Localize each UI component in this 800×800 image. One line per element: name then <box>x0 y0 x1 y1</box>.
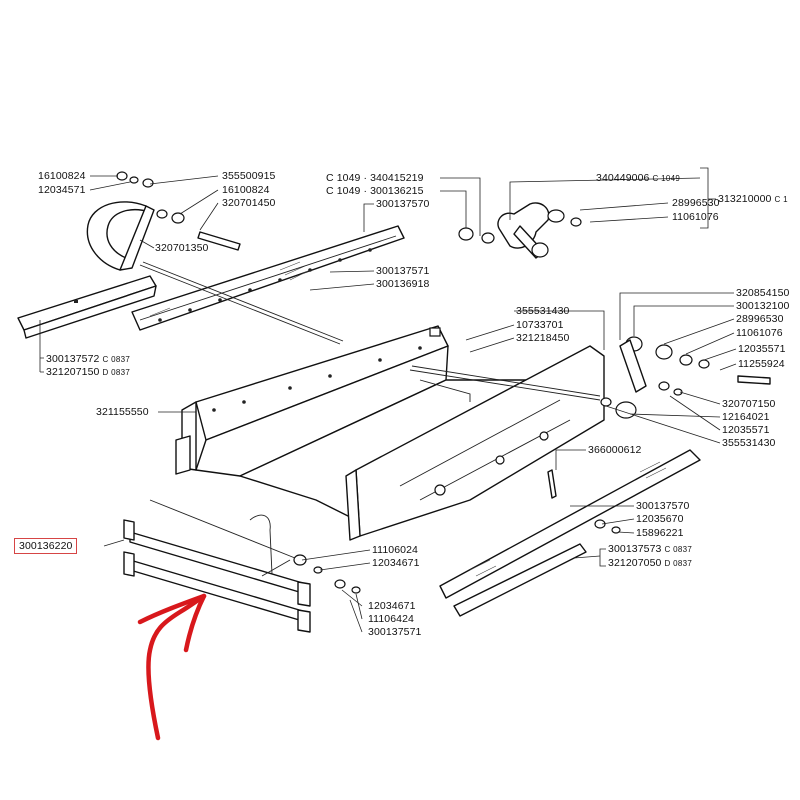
part-label-300137571-top: 300137571 <box>376 265 430 277</box>
pivot-arm-group-right <box>600 336 771 419</box>
part-label-321218450: 321218450 <box>516 332 570 344</box>
part-label-16100824-top: 16100824 <box>38 170 86 182</box>
part-label-12035571-top: 12035571 <box>738 343 786 355</box>
part-label-300137570-top: 300137570 <box>376 198 430 210</box>
part-label-300137572: 300137572 C 0837 <box>46 353 131 365</box>
part-label-300132100: 300132100 <box>736 300 790 312</box>
part-label-300137571-bottom: 300137571 <box>368 626 422 635</box>
part-label-320707150: 320707150 <box>722 398 776 410</box>
part-label-12035571-bottom: 12035571 <box>722 424 770 436</box>
brake-shoe-assembly <box>86 171 241 271</box>
leader-lines <box>39 167 737 633</box>
part-label-11061076-top: 11061076 <box>672 211 719 223</box>
part-label-321207050: 321207050 D 0837 <box>608 557 693 569</box>
part-label-366000612: 366000612 <box>588 444 642 456</box>
right-side-rail <box>439 449 701 617</box>
part-label-320854150: 320854150 <box>736 287 790 299</box>
part-label-340415219: C 1049 · 340415219 <box>326 172 424 184</box>
part-label-28996530-right: 28996530 <box>736 313 784 325</box>
part-label-11061076-right: 11061076 <box>736 327 783 339</box>
part-label-321207150: 321207150 D 0837 <box>46 366 131 378</box>
part-label-16100824-bottom: 16100824 <box>222 184 270 196</box>
left-side-rail <box>17 275 157 339</box>
part-label-11255924: 11255924 <box>738 358 785 370</box>
part-label-12164021: 12164021 <box>722 411 770 423</box>
part-label-355500915: 355500915 <box>222 170 276 182</box>
part-label-300137570-bottom: 300137570 <box>636 500 690 512</box>
pivot-arm-group-top <box>458 202 582 259</box>
red-annotation-arrow <box>137 593 207 741</box>
top-long-rail <box>131 225 405 345</box>
part-label-12034671-bottom: 12034671 <box>368 600 416 612</box>
part-label-12035670: 12035670 <box>636 513 684 525</box>
part-label-11106024: 11106024 <box>372 544 418 556</box>
part-label-300137573: 300137573 C 0837 <box>608 543 693 555</box>
part-label-10733701: 10733701 <box>516 319 564 331</box>
part-label-300136215: C 1049 · 300136215 <box>326 185 424 197</box>
part-label-28996530-top: 28996530 <box>672 197 720 209</box>
part-label-12034671-top: 12034671 <box>372 557 420 569</box>
part-label-11106424: 11106424 <box>368 613 414 625</box>
part-label-300136918: 300136918 <box>376 278 430 290</box>
part-label-355531430-top: 355531430 <box>516 305 570 317</box>
lower-frame-bars <box>123 499 361 633</box>
part-label-320701350: 320701350 <box>155 242 209 254</box>
part-label-355531430-bottom: 355531430 <box>722 437 776 449</box>
part-label-340449006: 340449006 C 1049 <box>596 172 681 184</box>
part-label-15896221: 15896221 <box>636 527 684 539</box>
highlighted-part-label-300136220: 300136220 <box>14 538 78 554</box>
inner-side-frame <box>345 345 605 541</box>
part-label-321155550: 321155550 <box>96 406 149 418</box>
part-label-12034571: 12034571 <box>38 184 86 196</box>
part-label-320701450: 320701450 <box>222 197 276 209</box>
part-label-313210000: 313210000 C 1 <box>718 193 788 205</box>
